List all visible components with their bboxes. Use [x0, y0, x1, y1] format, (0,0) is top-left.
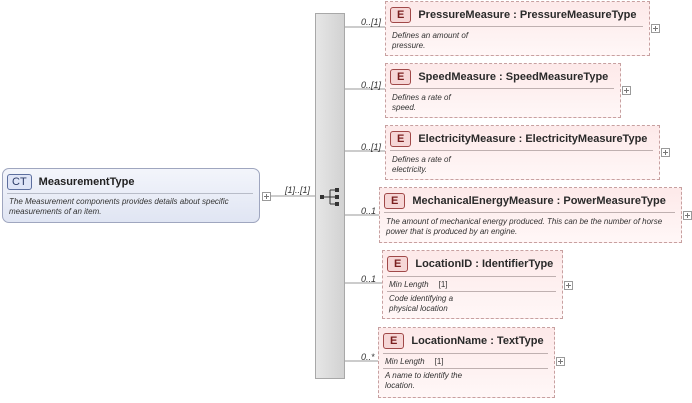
element-header: E PressureMeasure : PressureMeasureType: [390, 6, 636, 24]
element-title: ElectricityMeasure : ElectricityMeasureT…: [418, 133, 648, 145]
expand-icon[interactable]: [651, 24, 660, 33]
element-description: Defines a rate of speed.: [392, 93, 451, 112]
element-description: Defines an amount of pressure.: [392, 31, 469, 50]
expand-icon[interactable]: [622, 86, 631, 95]
element-description: The amount of mechanical energy produced…: [386, 217, 663, 236]
element-locationname[interactable]: E LocationName : TextType Min Length[1] …: [378, 327, 555, 398]
element-type: PressureMeasureType: [519, 9, 637, 21]
element-header: E LocationName : TextType: [383, 332, 544, 350]
element-header: E MechanicalEnergyMeasure : PowerMeasure…: [384, 192, 666, 210]
divider: [387, 276, 556, 277]
divider: [387, 291, 556, 292]
divider: [383, 353, 548, 354]
element-header: E ElectricityMeasure : ElectricityMeasur…: [390, 130, 647, 148]
element-electricitymeasure[interactable]: E ElectricityMeasure : ElectricityMeasur…: [385, 125, 660, 180]
expand-icon[interactable]: [683, 211, 692, 220]
sequence-occurrence: [1]..[1]: [285, 185, 311, 195]
element-title: SpeedMeasure : SpeedMeasureType: [418, 71, 609, 83]
occurrence-label: 0..[1]: [361, 142, 382, 152]
facet-occurrence: [1]: [438, 280, 448, 289]
element-pressuremeasure[interactable]: E PressureMeasure : PressureMeasureType …: [385, 1, 650, 56]
complex-type-badge: CT: [7, 174, 32, 190]
sequence-compositor[interactable]: [315, 13, 345, 379]
divider: [7, 193, 253, 194]
element-name: LocationName: [411, 335, 488, 347]
element-title: LocationID : IdentifierType: [415, 258, 554, 270]
element-locationid[interactable]: E LocationID : IdentifierType Min Length…: [382, 250, 563, 319]
divider: [384, 212, 675, 213]
divider: [383, 368, 548, 369]
element-name: MechanicalEnergyMeasure: [412, 195, 554, 207]
expand-icon[interactable]: [556, 357, 565, 366]
element-title: LocationName : TextType: [411, 335, 544, 347]
element-description: Code identifying a physical location: [389, 294, 454, 313]
expand-icon[interactable]: [262, 192, 271, 201]
element-badge: E: [390, 131, 412, 147]
divider: [390, 26, 643, 27]
occurrence-label: 0..[1]: [361, 17, 382, 27]
element-type: TextType: [496, 335, 544, 347]
occurrence-label: 0..1: [361, 274, 377, 284]
element-type: PowerMeasureType: [563, 195, 666, 207]
element-badge: E: [390, 7, 412, 23]
complex-type-name: MeasurementType: [38, 176, 135, 188]
element-type: SpeedMeasureType: [505, 71, 609, 83]
expand-icon[interactable]: [661, 148, 670, 157]
element-name: PressureMeasure: [418, 9, 511, 21]
element-description: Defines a rate of electricity.: [392, 155, 451, 174]
element-type: ElectricityMeasureType: [525, 133, 648, 145]
facet-occurrence: [1]: [434, 357, 444, 366]
facet-name: Min Length: [389, 280, 429, 289]
element-mechanicalenergymeasure[interactable]: E MechanicalEnergyMeasure : PowerMeasure…: [379, 187, 682, 243]
complex-type-measurementtype[interactable]: CT MeasurementType The Measurement compo…: [2, 168, 260, 223]
element-name: SpeedMeasure: [418, 71, 496, 83]
element-badge: E: [387, 256, 409, 272]
element-title: PressureMeasure : PressureMeasureType: [418, 9, 637, 21]
divider: [390, 88, 614, 89]
element-badge: E: [384, 193, 406, 209]
element-header: E LocationID : IdentifierType: [387, 255, 553, 273]
element-name: ElectricityMeasure: [418, 133, 516, 145]
expand-icon[interactable]: [564, 281, 573, 290]
occurrence-label: 0..1: [361, 206, 377, 216]
sequence-icon: [320, 188, 339, 206]
element-badge: E: [383, 333, 405, 349]
facet-min-length: Min Length [1]: [385, 357, 444, 366]
occurrence-label: 0..*: [361, 352, 375, 362]
complex-type-header: CT MeasurementType: [7, 173, 134, 191]
element-speedmeasure[interactable]: E SpeedMeasure : SpeedMeasureType Define…: [385, 63, 621, 118]
divider: [390, 150, 653, 151]
element-type: IdentifierType: [481, 258, 554, 270]
element-title: MechanicalEnergyMeasure : PowerMeasureTy…: [412, 195, 666, 207]
complex-type-description: The Measurement components provides deta…: [9, 197, 229, 216]
facet-name: Min Length: [385, 357, 425, 366]
element-badge: E: [390, 69, 412, 85]
element-name: LocationID: [415, 258, 473, 270]
element-description: A name to identify the location.: [385, 371, 463, 390]
element-header: E SpeedMeasure : SpeedMeasureType: [390, 68, 608, 86]
occurrence-label: 0..[1]: [361, 80, 382, 90]
facet-min-length: Min Length [1]: [389, 280, 448, 289]
